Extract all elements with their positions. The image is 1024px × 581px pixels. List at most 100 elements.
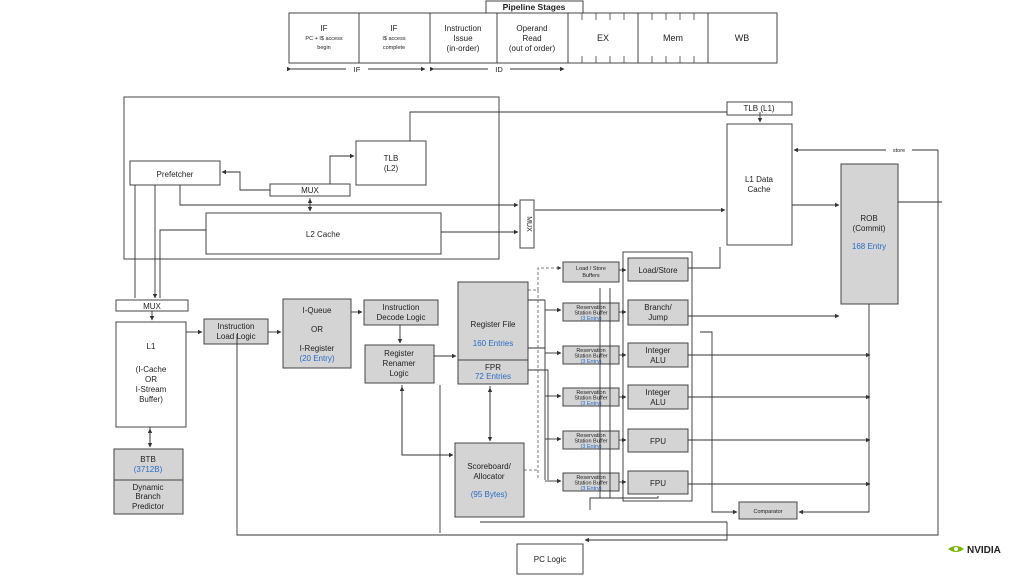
- integer-alu-unit-2: Integer ALU: [627, 384, 689, 410]
- svg-text:168 Entry: 168 Entry: [852, 242, 886, 251]
- rob-block: ROB (Commit) 168 Entry: [840, 163, 899, 305]
- svg-text:PC + I$ access: PC + I$ access: [305, 36, 342, 42]
- svg-text:(3 Entry): (3 Entry): [580, 316, 601, 322]
- svg-text:Operand: Operand: [516, 24, 547, 33]
- svg-text:160 Entries: 160 Entries: [473, 339, 513, 348]
- btb-block: BTB (3712B): [113, 448, 184, 481]
- svg-text:Station Buffer: Station Buffer: [574, 439, 607, 445]
- svg-text:ID: ID: [495, 65, 503, 74]
- svg-text:(in-order): (in-order): [447, 44, 480, 53]
- store-label: store: [893, 148, 905, 154]
- svg-text:ALU: ALU: [650, 356, 666, 365]
- svg-text:PC Logic: PC Logic: [534, 555, 566, 564]
- svg-text:(I-Cache: (I-Cache: [136, 365, 167, 374]
- svg-text:IF: IF: [354, 65, 361, 74]
- mux-top-block: MUX: [269, 183, 351, 197]
- svg-text:Reservation: Reservation: [576, 305, 605, 311]
- instruction-load-logic-block: Instruction Load Logic: [203, 318, 269, 345]
- svg-text:Allocator: Allocator: [473, 472, 504, 481]
- memory-subsystem-frame: [123, 96, 500, 260]
- svg-text:Load/Store: Load/Store: [638, 266, 678, 275]
- svg-text:(L2): (L2): [384, 164, 399, 173]
- stage-mem: Mem: [663, 33, 683, 43]
- svg-text:OR: OR: [145, 375, 157, 384]
- svg-text:(3712B): (3712B): [134, 465, 163, 474]
- tlb-l1-block: TLB (L1): [726, 101, 793, 116]
- svg-text:complete: complete: [383, 45, 405, 51]
- svg-text:Register File: Register File: [471, 320, 516, 329]
- tlb-l2-block: TLB (L2): [355, 140, 427, 186]
- mux-mid-block: MUX: [519, 199, 535, 249]
- pipeline-stages-table: Pipeline Stages IF PC + I$ access begin …: [286, 0, 778, 74]
- svg-text:Scoreboard/: Scoreboard/: [467, 462, 511, 471]
- stage-operand-read: Operand Read (out of order): [509, 24, 556, 53]
- comparator-block: Comparator: [738, 501, 798, 520]
- svg-text:L1: L1: [147, 342, 156, 351]
- svg-text:IF: IF: [390, 24, 397, 33]
- stage-ex: EX: [597, 33, 609, 43]
- svg-text:Reservation: Reservation: [576, 433, 605, 439]
- svg-text:I-Stream: I-Stream: [136, 385, 167, 394]
- svg-text:Integer: Integer: [646, 388, 671, 397]
- branch-jump-unit: Branch/ Jump: [627, 299, 689, 326]
- svg-text:ALU: ALU: [650, 398, 666, 407]
- svg-text:L1 Data: L1 Data: [745, 175, 774, 184]
- svg-text:Buffers: Buffers: [582, 273, 600, 279]
- svg-text:Cache: Cache: [747, 185, 771, 194]
- svg-text:Reservation: Reservation: [576, 475, 605, 481]
- svg-text:Dynamic: Dynamic: [132, 483, 163, 492]
- svg-text:Buffer): Buffer): [139, 395, 163, 404]
- svg-text:I-Register: I-Register: [300, 344, 335, 353]
- svg-text:(out of order): (out of order): [509, 44, 556, 53]
- svg-text:I$ access: I$ access: [382, 36, 405, 42]
- svg-text:IF: IF: [320, 24, 327, 33]
- svg-text:Branch: Branch: [135, 492, 160, 501]
- l2-cache-block: L2 Cache: [205, 212, 442, 255]
- svg-text:Instruction: Instruction: [218, 322, 255, 331]
- svg-text:MUX: MUX: [525, 216, 532, 232]
- svg-text:Integer: Integer: [646, 346, 671, 355]
- register-file-block: Register File 160 Entries: [457, 281, 529, 361]
- svg-text:Instruction: Instruction: [383, 303, 420, 312]
- svg-text:L2 Cache: L2 Cache: [306, 230, 341, 239]
- svg-text:Station Buffer: Station Buffer: [574, 481, 607, 487]
- nvidia-logo: NVIDIA: [948, 545, 1001, 556]
- instruction-decode-logic-block: Instruction Decode Logic: [363, 299, 439, 326]
- svg-text:(20 Entry): (20 Entry): [299, 354, 334, 363]
- svg-text:begin: begin: [317, 45, 330, 51]
- dynamic-branch-predictor-block: Dynamic Branch Predictor: [113, 479, 184, 515]
- register-renamer-logic-block: Register Renamer Logic: [364, 344, 435, 384]
- stage-instruction-issue: Instruction Issue (in-order): [445, 24, 482, 53]
- mux-left-block: MUX: [115, 299, 189, 312]
- svg-text:Logic: Logic: [389, 369, 408, 378]
- nvidia-logo-text: NVIDIA: [967, 545, 1001, 556]
- svg-text:(95 Bytes): (95 Bytes): [471, 490, 508, 499]
- l1-icache-block: L1 (I-Cache OR I-Stream Buffer): [115, 321, 187, 428]
- fpu-unit-2: FPU: [627, 470, 689, 495]
- svg-text:Station Buffer: Station Buffer: [574, 354, 607, 360]
- svg-text:MUX: MUX: [143, 302, 161, 311]
- svg-text:Jump: Jump: [648, 313, 668, 322]
- svg-text:Station Buffer: Station Buffer: [574, 311, 607, 317]
- svg-text:(3 Entry): (3 Entry): [580, 359, 601, 365]
- svg-text:Prefetcher: Prefetcher: [157, 170, 194, 179]
- load-store-unit: Load/Store: [627, 257, 689, 282]
- svg-text:Comparator: Comparator: [753, 509, 782, 515]
- scoreboard-allocator-block: Scoreboard/ Allocator (95 Bytes): [454, 442, 525, 518]
- svg-text:Instruction: Instruction: [445, 24, 482, 33]
- svg-text:ROB: ROB: [860, 214, 877, 223]
- svg-text:(3 Entry): (3 Entry): [580, 486, 601, 492]
- svg-text:Register: Register: [384, 349, 414, 358]
- pipeline-table-frame: [288, 12, 778, 64]
- svg-text:Load Logic: Load Logic: [216, 332, 255, 341]
- svg-text:Read: Read: [522, 34, 541, 43]
- svg-text:(3 Entry): (3 Entry): [580, 444, 601, 450]
- svg-text:OR: OR: [311, 325, 323, 334]
